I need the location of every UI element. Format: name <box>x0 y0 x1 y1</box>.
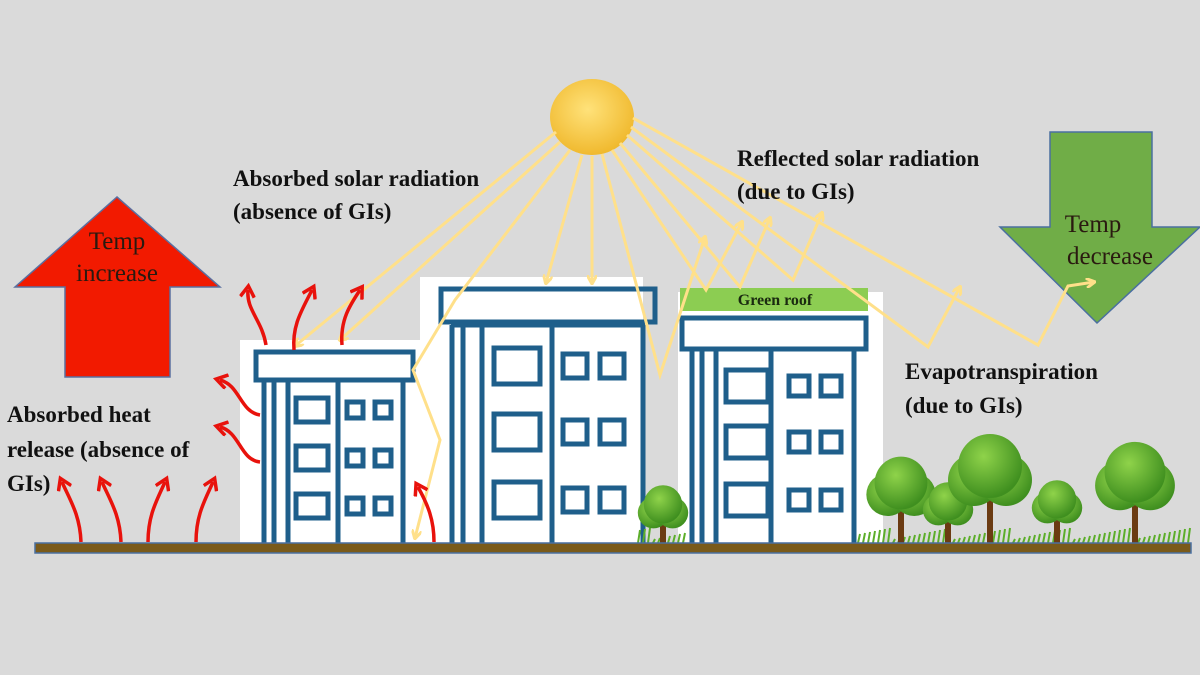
window <box>723 367 771 405</box>
temp-decrease-line2: decrease <box>1067 243 1153 270</box>
absorbed-ray-2 <box>340 140 562 340</box>
temp-increase-line1: Temp <box>89 228 146 255</box>
window <box>491 411 543 453</box>
reflected-ray-3 <box>618 142 770 290</box>
window <box>372 399 394 421</box>
absorbed-ray-3 <box>413 149 572 538</box>
heat-arrow <box>102 482 123 543</box>
evapotranspiration-ray-1 <box>630 125 960 350</box>
tree-icon <box>1095 441 1175 543</box>
evapotranspiration-ray-2 <box>632 116 1094 348</box>
window <box>491 345 543 387</box>
heat-arrow <box>220 427 261 464</box>
temp-decrease-line1: Temp <box>1065 211 1122 238</box>
reflected-ray-1 <box>600 153 705 381</box>
absorbed-solar-label-line1: Absorbed solar radiation <box>233 166 479 191</box>
heat-arrow <box>62 482 83 543</box>
absorbed-solar-label-line2: (absence of GIs) <box>233 199 391 224</box>
window <box>344 399 366 421</box>
window <box>293 491 331 521</box>
heat-release-arrows <box>62 290 436 543</box>
building-3-backdrop <box>678 292 883 545</box>
heat-arrow <box>220 380 261 417</box>
window <box>597 417 627 447</box>
evapotranspiration-label-line2: (due to GIs) <box>905 393 1023 418</box>
ground <box>34 542 1192 554</box>
tree-icon <box>637 485 689 543</box>
window <box>818 429 844 455</box>
window <box>723 423 771 461</box>
temp-increase-arrow: Temp increase <box>13 196 222 378</box>
reflected-solar-label-line1: Reflected solar radiation <box>737 146 980 171</box>
window <box>560 485 590 515</box>
window <box>560 417 590 447</box>
reflected-ray-4 <box>626 133 822 283</box>
window <box>344 447 366 469</box>
evapotranspiration-label-line1: Evapotranspiration <box>905 359 1098 384</box>
tree-icon <box>1031 480 1083 543</box>
absorbed-heat-label-line1: Absorbed heat <box>7 402 151 427</box>
window <box>560 351 590 381</box>
grass <box>857 527 1191 544</box>
window <box>344 495 366 517</box>
sun-icon <box>550 79 634 155</box>
window <box>597 351 627 381</box>
heat-arrow <box>340 290 360 346</box>
absorbed-heat-label-line3: GIs) <box>7 471 50 496</box>
heat-arrow <box>248 290 268 346</box>
window <box>293 443 331 473</box>
window <box>786 487 812 513</box>
trees-group <box>637 434 1191 544</box>
heat-arrow <box>418 487 436 543</box>
building-3: Green roof <box>679 288 869 543</box>
solar-rays <box>295 116 1094 538</box>
building-windows <box>293 345 844 521</box>
window <box>597 485 627 515</box>
heat-arrow <box>292 290 312 351</box>
window <box>372 495 394 517</box>
temp-increase-line2: increase <box>76 260 158 287</box>
window <box>293 395 331 425</box>
reflected-ray-2 <box>610 149 742 293</box>
absorbed-ray-1 <box>295 130 557 346</box>
reflected-solar-label-line2: (due to GIs) <box>737 179 855 204</box>
absorbed-ray-4 <box>546 154 584 283</box>
green-roof-label: Green roof <box>738 292 813 309</box>
window <box>723 481 771 519</box>
window <box>786 373 812 399</box>
window <box>491 479 543 521</box>
temp-decrease-arrow: Temp decrease <box>998 131 1200 325</box>
building-1 <box>253 349 416 543</box>
window <box>372 447 394 469</box>
tree-icon <box>948 434 1032 543</box>
absorbed-heat-label-line2: release (absence of <box>7 437 190 462</box>
window <box>786 429 812 455</box>
window <box>818 487 844 513</box>
heat-arrow <box>194 482 213 543</box>
window <box>818 373 844 399</box>
green-roof <box>680 288 868 311</box>
heat-arrow <box>146 482 165 543</box>
